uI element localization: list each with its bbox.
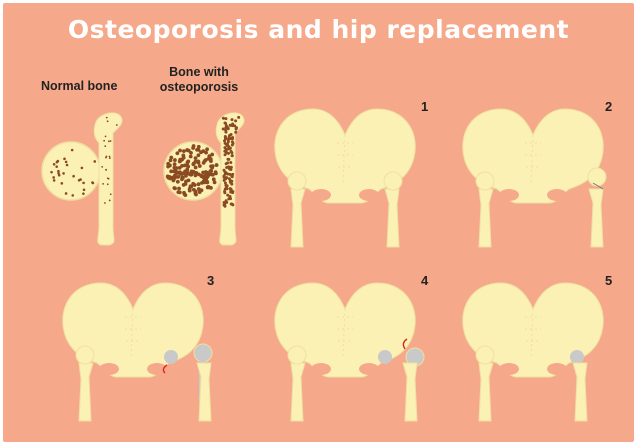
left-femoral-head — [288, 346, 306, 364]
magnified-bone-section — [42, 142, 100, 200]
normal-bone-figure — [33, 103, 143, 248]
acetabular-cup — [378, 350, 392, 364]
hip-step-2-figure — [453, 99, 613, 249]
right-femur — [403, 363, 417, 421]
osteoporotic-bone-figure — [155, 103, 265, 248]
left-femur — [479, 189, 493, 247]
right-femoral-head — [384, 172, 402, 190]
prosthetic-joint — [570, 350, 584, 364]
left-femur — [291, 189, 305, 247]
left-femoral-head — [476, 346, 494, 364]
page-title: Osteoporosis and hip replacement — [3, 15, 634, 44]
left-femur — [291, 363, 305, 421]
left-femoral-head — [476, 172, 494, 190]
left-femur — [79, 363, 93, 421]
hip-step-5-figure — [453, 273, 613, 423]
hip-step-1-figure — [265, 99, 425, 249]
left-femoral-head — [76, 346, 94, 364]
hip-step-3-figure — [53, 273, 213, 423]
osteoporosis-label: Bone with osteoporosis — [153, 65, 245, 95]
left-femoral-head — [288, 172, 306, 190]
osteoporosis-label-line2: osteoporosis — [153, 80, 245, 95]
fractured-femoral-head — [588, 168, 606, 186]
acetabular-cup — [164, 350, 178, 364]
normal-bone-label: Normal bone — [41, 79, 117, 94]
osteoporosis-label-line1: Bone with — [153, 65, 245, 80]
illustration-canvas: Osteoporosis and hip replacement Normal … — [3, 3, 634, 442]
hip-step-4-figure — [265, 273, 425, 423]
right-femur — [589, 189, 603, 247]
right-femur — [573, 363, 587, 421]
normal-bone-text: Normal bone — [41, 79, 117, 93]
left-femur — [479, 363, 493, 421]
right-femur — [385, 189, 399, 247]
